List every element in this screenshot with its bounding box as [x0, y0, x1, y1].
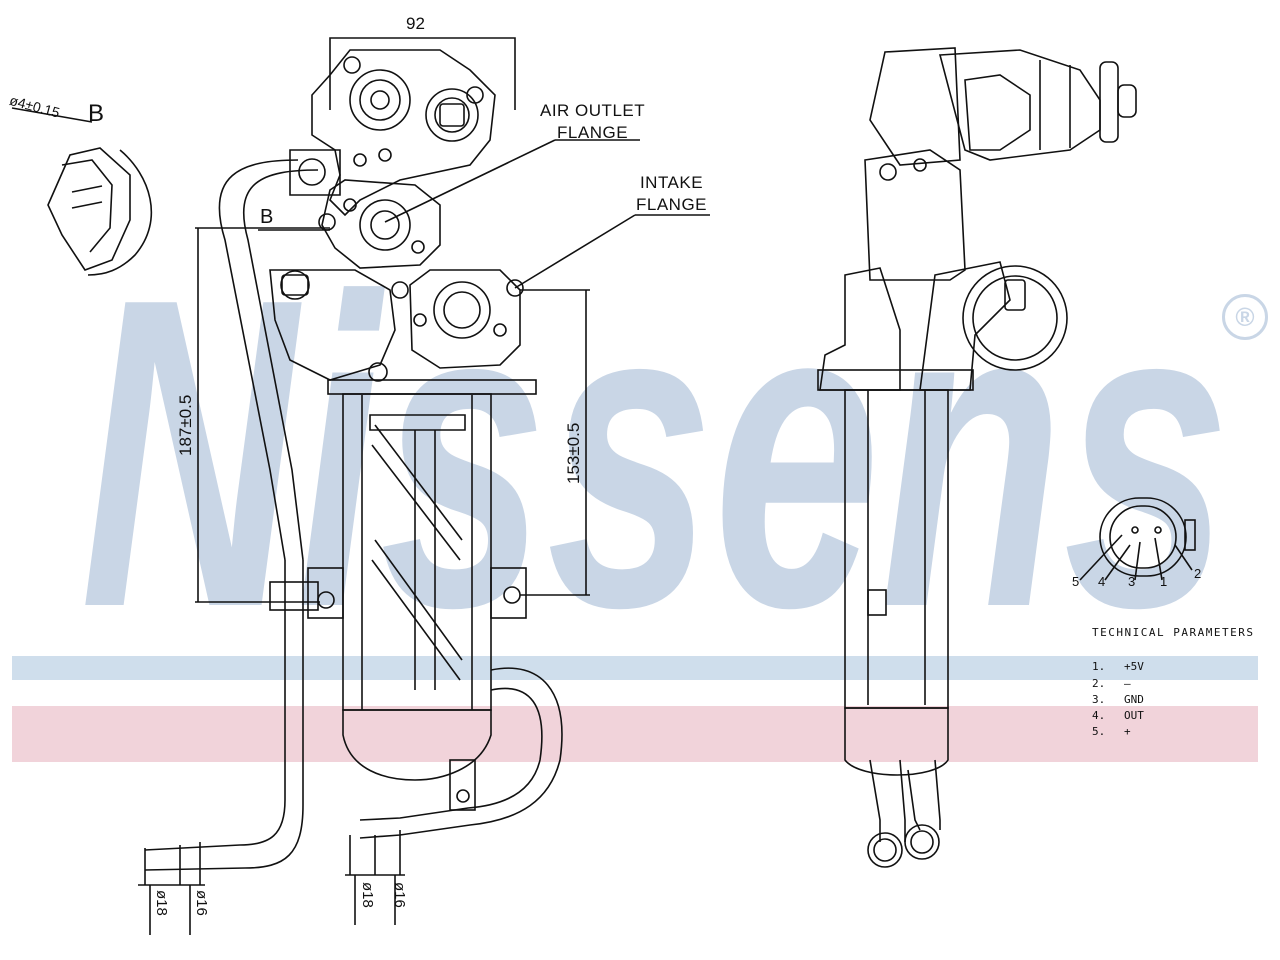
dimension-height-left: 187±0.5 [176, 394, 195, 456]
parameter-num: 1. [1092, 660, 1106, 673]
pin-label: 2 [1194, 566, 1202, 581]
air-outlet-flange-label: AIR OUTLET FLANGE [540, 100, 645, 144]
parameter-value: OUT [1124, 709, 1144, 722]
dimension-width: 92 [406, 14, 425, 33]
egr-side-view [817, 47, 1137, 868]
pin-label: 1 [1160, 574, 1168, 589]
brand-watermark: Nissens [80, 208, 1230, 699]
parameter-value: +5V [1124, 660, 1144, 673]
detail-b-callout: B [260, 206, 274, 228]
egr-front-view [138, 37, 710, 935]
detail-b-view [11, 107, 153, 276]
connector-pinout [1079, 497, 1196, 581]
pipe-left-inner-diameter: ø16 [193, 890, 210, 916]
pink-stripe [12, 706, 1258, 762]
registered-mark: ® [1222, 294, 1268, 340]
dimension-height-right: 153±0.5 [564, 422, 583, 484]
parameter-num: 5. [1092, 725, 1106, 738]
parameter-num: 3. [1092, 693, 1106, 706]
air-outlet-label-line2: FLANGE [557, 123, 629, 142]
parameter-value: GND [1124, 693, 1144, 706]
pipe-right-outer-diameter: ø18 [359, 882, 376, 908]
parameter-row: 1. +5V [1092, 660, 1144, 673]
detail-b-letter: B [88, 100, 105, 127]
blue-stripe [12, 656, 1258, 680]
intake-label-line2: FLANGE [636, 195, 708, 214]
pipe-left-outer-diameter: ø18 [153, 890, 170, 916]
parameter-row: 4. OUT [1092, 709, 1144, 722]
parameter-row: 5. + [1092, 725, 1131, 738]
parameter-num: 2. [1092, 677, 1106, 690]
pin-label: 3 [1128, 574, 1136, 589]
air-outlet-label-line1: AIR OUTLET [540, 101, 646, 120]
pipe-right-inner-diameter: ø16 [391, 882, 408, 908]
parameter-num: 4. [1092, 709, 1106, 722]
intake-label-line1: INTAKE [639, 173, 704, 192]
parameter-row: 3. GND [1092, 693, 1144, 706]
technical-parameters-title: TECHNICAL PARAMETERS [1092, 626, 1255, 639]
parameter-value: + [1124, 725, 1131, 738]
parameter-row: 2. – [1092, 677, 1131, 690]
parameter-value: – [1124, 677, 1131, 690]
pin-label: 5 [1072, 574, 1080, 589]
pin-label: 4 [1098, 574, 1106, 589]
intake-flange-label: INTAKE FLANGE [636, 172, 707, 216]
